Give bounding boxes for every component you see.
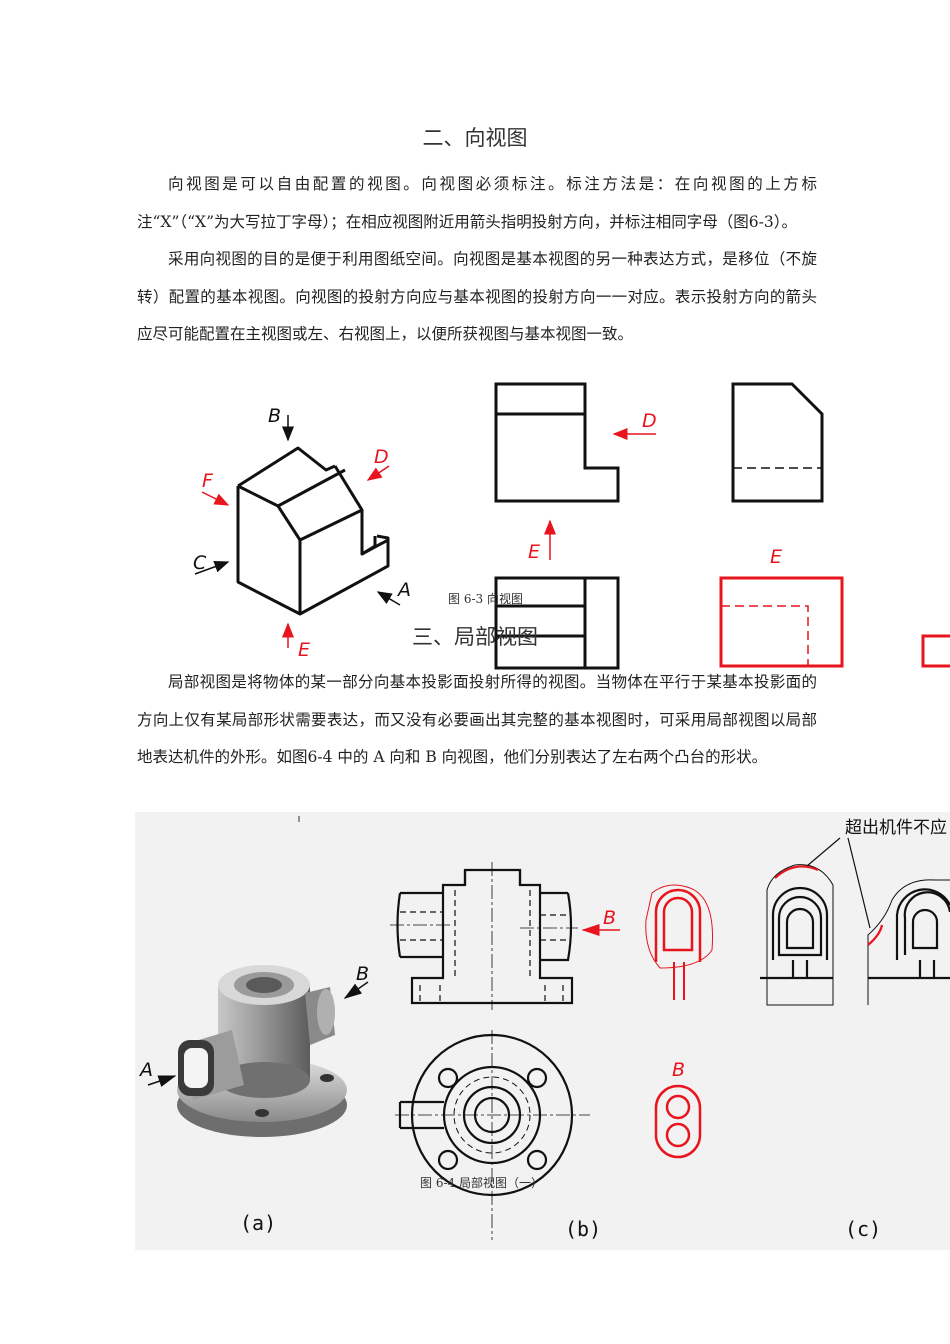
paragraph: 向视图是可以自由配置的视图。向视图必须标注。标注方法是：在向视图的上方标注“X”…	[137, 175, 817, 231]
label-e-view: E	[528, 541, 540, 563]
label-e-top: E	[770, 546, 782, 568]
direction-view-e	[719, 576, 844, 668]
section2-body: 向视图是可以自由配置的视图。向视图必须标注。标注方法是：在向视图的上方标注“X”…	[137, 166, 817, 354]
section-heading-partial-view: 三、局部视图	[412, 625, 538, 649]
hidden-lines-front	[400, 890, 568, 1003]
label-a-3d: A	[138, 1059, 153, 1081]
isometric-part	[236, 446, 390, 616]
partial-view-c-1	[760, 864, 834, 1006]
bottom-view	[494, 576, 620, 670]
hidden-line-red	[721, 605, 809, 666]
section3-body: 局部视图是将物体的某一部分向基本投影面投射所得的视图。当物体在平行于某基本投影面…	[137, 664, 817, 777]
arrow-b-3d	[343, 981, 369, 999]
figure-6-4-drawing: B A B B 超出机件	[135, 812, 950, 1250]
label-d-view: D	[642, 410, 657, 432]
label-f: F	[202, 470, 214, 492]
paragraph: 采用向视图的目的是便于利用图纸空间。向视图是基本视图的另一种表达方式，是移位（不…	[137, 250, 817, 343]
sublabel-c: (c)	[845, 1217, 881, 1241]
label-c: C	[193, 552, 207, 574]
note-text: 超出机件不应	[845, 818, 947, 838]
partial-view-b-bosses	[654, 1084, 702, 1159]
sublabel-b: (b)	[565, 1217, 601, 1241]
partial-view-c-2	[867, 879, 950, 1005]
front-view	[494, 382, 620, 503]
label-a: A	[396, 579, 411, 601]
label-b-3d: B	[356, 963, 369, 985]
partial-view-b-red	[645, 884, 714, 1000]
label-b: B	[268, 405, 281, 427]
figure-6-4-caption: 图 6-4 局部视图（一）	[420, 1176, 543, 1190]
section-heading-direction-view: 二、向视图	[422, 126, 528, 150]
arrow-f	[201, 491, 230, 506]
front-view-part	[396, 868, 574, 1005]
figure-6-3-caption: 图 6-3 向视图	[448, 592, 523, 606]
arrow-d	[366, 465, 390, 481]
arrow-c	[194, 560, 230, 575]
label-d: D	[374, 446, 389, 468]
label-b-partial: B	[672, 1059, 685, 1081]
arrow-a	[376, 591, 401, 606]
label-e: E	[298, 639, 310, 661]
isometric-part-3d	[177, 965, 347, 1137]
paragraph: 局部视图是将物体的某一部分向基本投影面投射所得的视图。当物体在平行于某基本投影面…	[137, 673, 817, 766]
side-view	[731, 382, 824, 503]
sublabel-a: (a)	[240, 1211, 276, 1235]
direction-view-f-partial	[921, 634, 950, 668]
figure-6-3-drawing: B D F C A E D E E	[193, 382, 950, 670]
label-b-view: B	[603, 907, 616, 929]
arrow-a-3d	[147, 1075, 177, 1087]
